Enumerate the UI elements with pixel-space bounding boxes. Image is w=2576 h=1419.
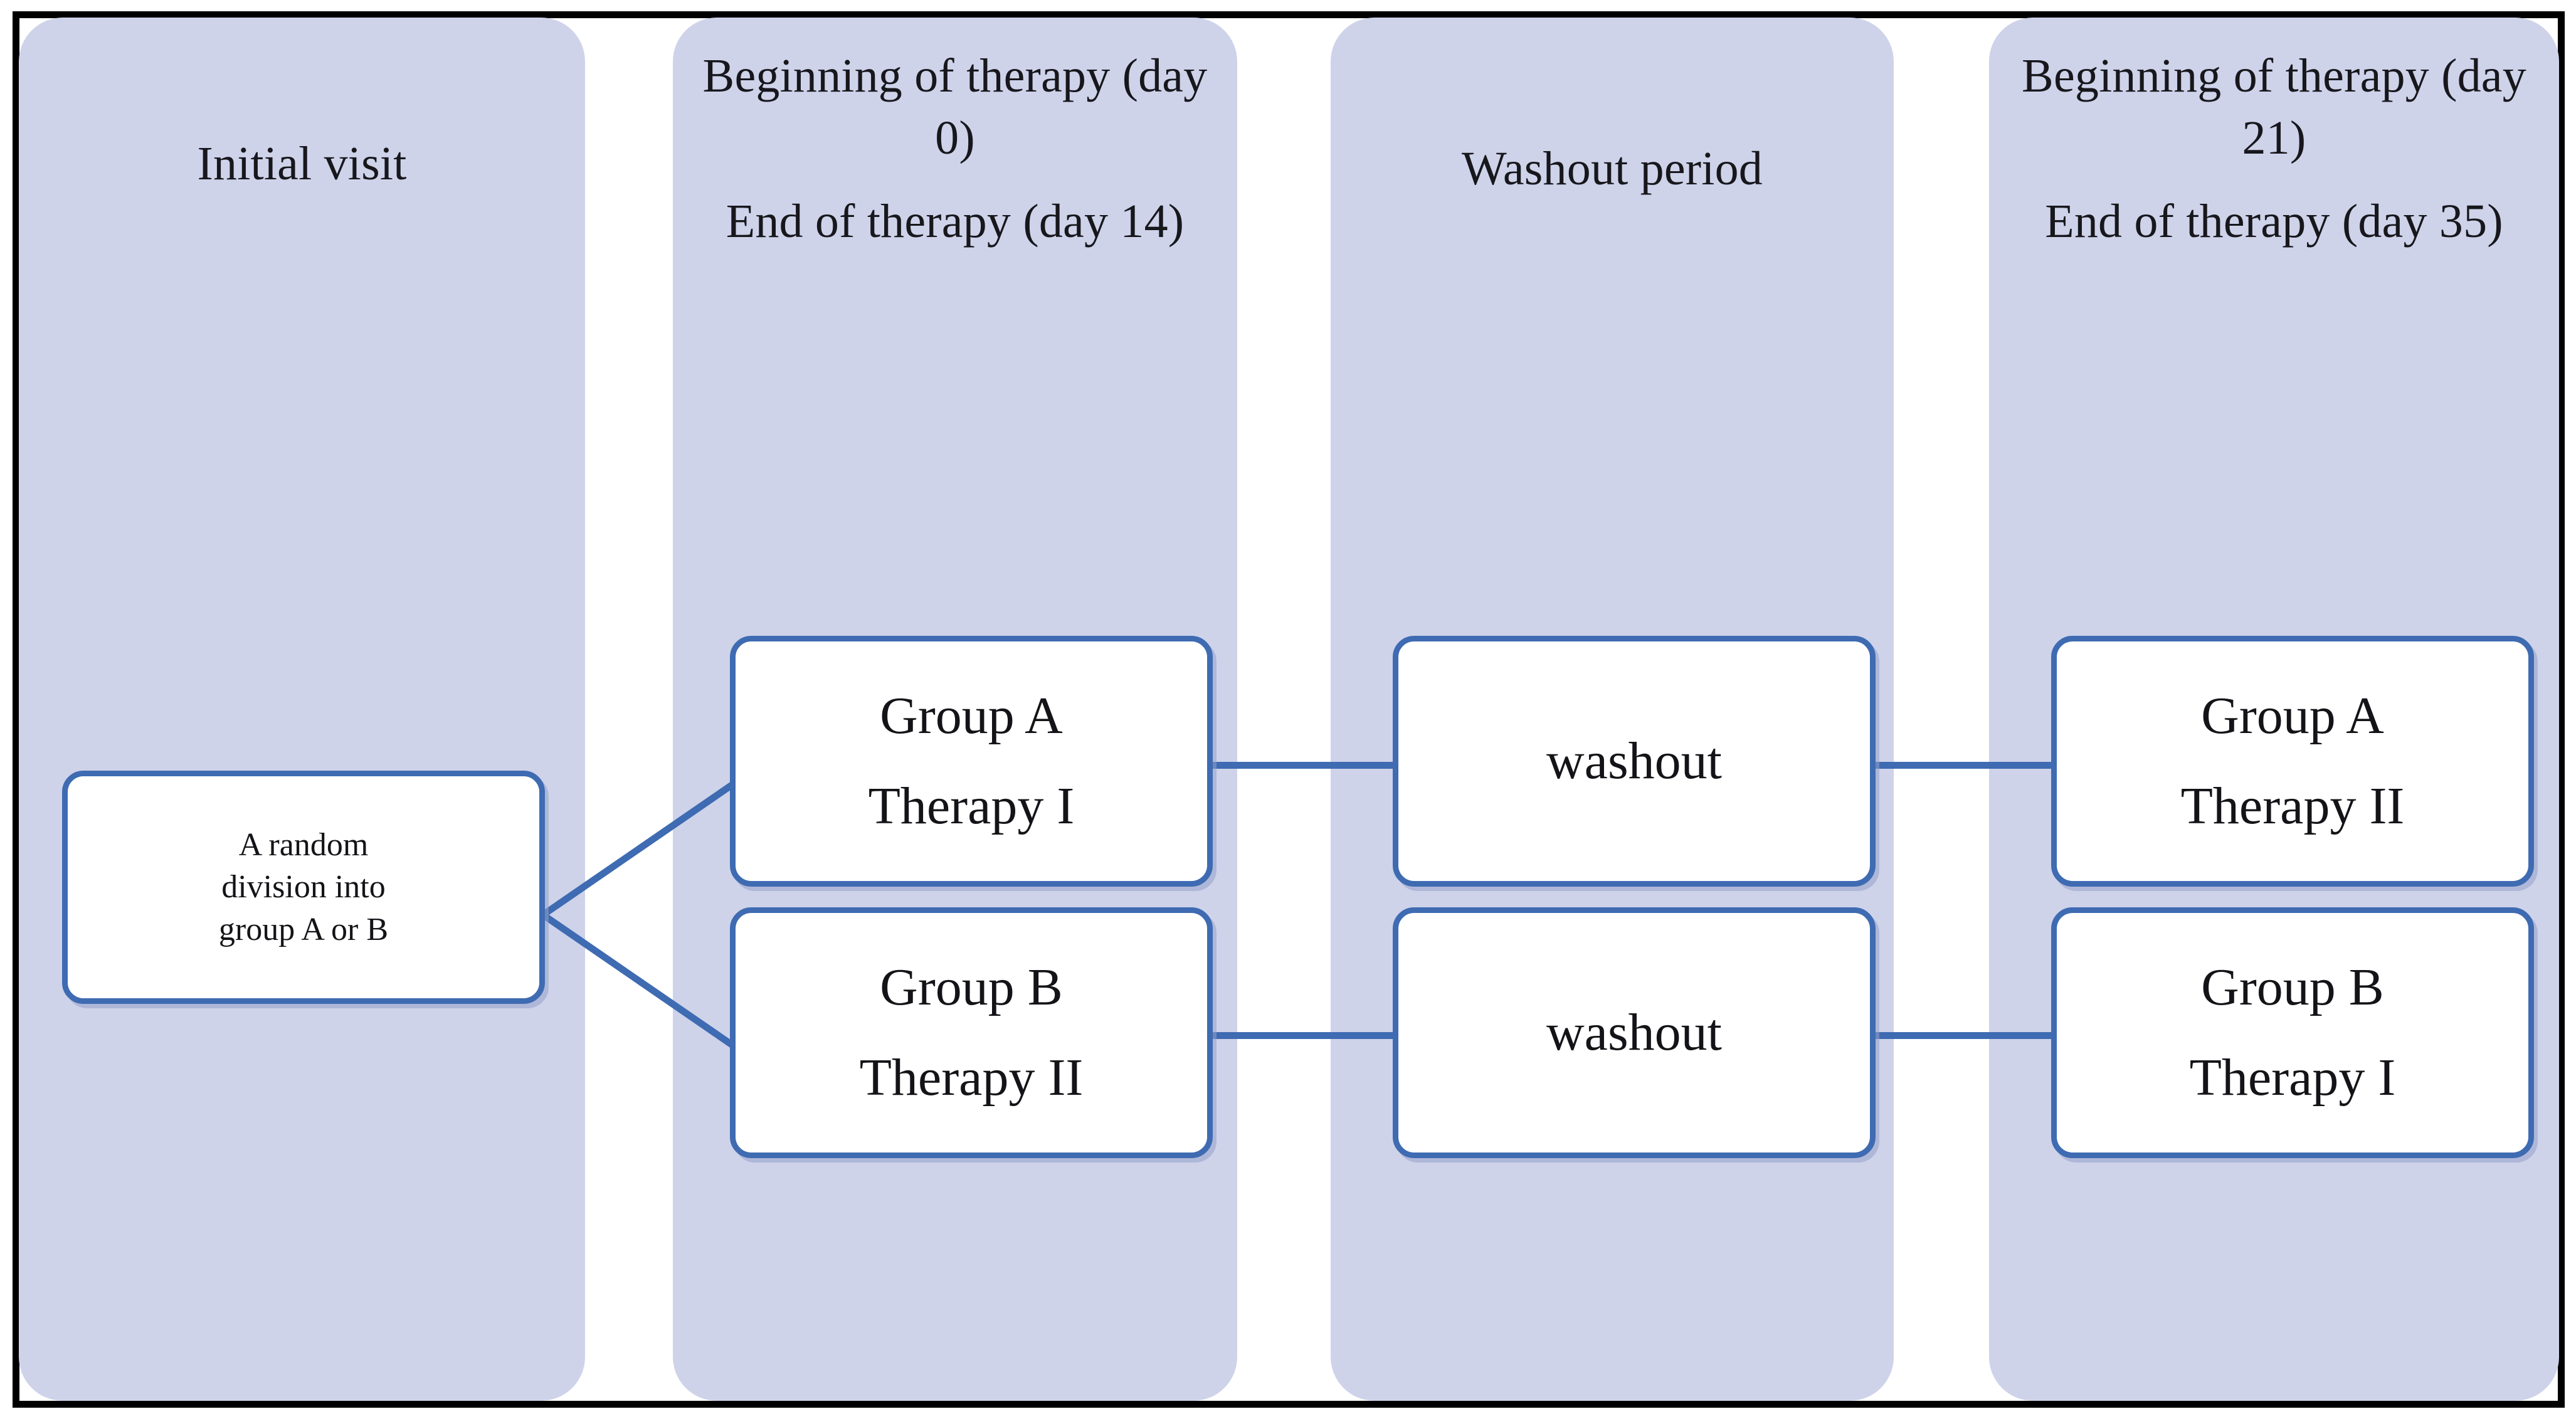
phase-line: Beginning of therapy (day 21) (2022, 50, 2526, 164)
diagram-frame: Initial visit Beginning of therapy (day … (13, 11, 2565, 1408)
node-line: Group A (880, 687, 1063, 746)
phase-line: End of therapy (day 14) (726, 194, 1185, 248)
node-line: division into (221, 869, 386, 905)
phase-line: Washout period (1461, 142, 1763, 195)
phase-band-initial-visit: Initial visit (19, 18, 585, 1401)
node-period1-group-b[interactable]: Group B Therapy II (730, 907, 1213, 1158)
node-line: Therapy II (2180, 777, 2405, 835)
node-line: Group B (2201, 958, 2384, 1017)
node-line: A random (238, 826, 369, 863)
connector-washout-to-period2-groupA (1872, 762, 2073, 769)
phase-title-initial-visit: Initial visit (19, 45, 585, 195)
phase-title-washout: Washout period (1331, 45, 1894, 200)
connector-groupA-to-washout (1208, 762, 1415, 769)
node-line: Group A (2201, 687, 2384, 746)
node-randomization[interactable]: A random division into group A or B (62, 771, 545, 1004)
node-washout-bottom[interactable]: washout (1393, 907, 1876, 1158)
phase-line: Beginning of therapy (day 0) (702, 50, 1208, 164)
node-line: Therapy I (868, 777, 1075, 835)
phase-title-period-one: Beginning of therapy (day 0) End of ther… (673, 45, 1237, 252)
node-line: Therapy I (2189, 1048, 2396, 1107)
node-line: group A or B (218, 911, 389, 947)
node-period1-group-a[interactable]: Group A Therapy I (730, 636, 1213, 887)
node-period2-group-b[interactable]: Group B Therapy I (2051, 907, 2534, 1158)
connector-groupB-to-washout (1208, 1032, 1415, 1039)
phase-title-period-two: Beginning of therapy (day 21) End of the… (1989, 45, 2559, 252)
node-washout-top[interactable]: washout (1393, 636, 1876, 887)
phase-line: End of therapy (day 35) (2045, 194, 2503, 248)
randomization-branch-connector (541, 762, 763, 1067)
node-line: washout (1546, 732, 1722, 790)
phase-line: Initial visit (197, 137, 407, 190)
node-line: washout (1546, 1003, 1722, 1062)
node-line: Therapy II (859, 1048, 1084, 1107)
connector-washout-to-period2-groupB (1872, 1032, 2073, 1039)
node-line: Group B (880, 958, 1063, 1017)
node-period2-group-a[interactable]: Group A Therapy II (2051, 636, 2534, 887)
